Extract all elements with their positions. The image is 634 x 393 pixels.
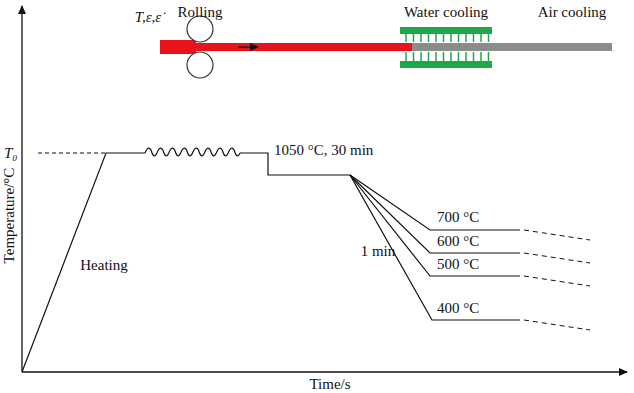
- axis-title: Temperature/°C: [3, 167, 18, 263]
- annotation-label: Rolling: [177, 5, 222, 20]
- reference-line: [38, 153, 106, 154]
- annotation-label: 600 °C: [437, 234, 479, 249]
- annotation-label: 400 °C: [437, 301, 479, 316]
- cooling-branches: [350, 175, 520, 320]
- y-axis: [21, 6, 22, 372]
- x-axis: [22, 371, 627, 372]
- annotation-label: Air cooling: [538, 5, 607, 20]
- annotation-label: Water cooling: [404, 5, 488, 20]
- water-jets: [406, 34, 489, 61]
- workpiece: [196, 43, 412, 51]
- annotation-label: 500 °C: [437, 257, 479, 272]
- annotation-label: Time/s: [309, 377, 350, 392]
- water-header: [400, 61, 492, 68]
- direction-arrow: [238, 46, 258, 47]
- cooled-bar: [412, 43, 612, 51]
- air-cooling-continuation: [524, 230, 590, 330]
- annotation-label: 700 °C: [437, 210, 479, 225]
- annotation-label: Heating: [80, 258, 127, 273]
- rolling-passes: [145, 148, 240, 156]
- water-header: [400, 27, 492, 34]
- workpiece-thick: [160, 40, 196, 54]
- annotation-label: T₀: [4, 146, 18, 161]
- annotation-label: 1 min: [361, 244, 396, 259]
- roller: [187, 52, 213, 78]
- annotation-label: T,ε,ε̇: [135, 10, 162, 25]
- annotation-label: 1050 °C, 30 min: [274, 143, 373, 158]
- temperature-curve: [22, 153, 145, 372]
